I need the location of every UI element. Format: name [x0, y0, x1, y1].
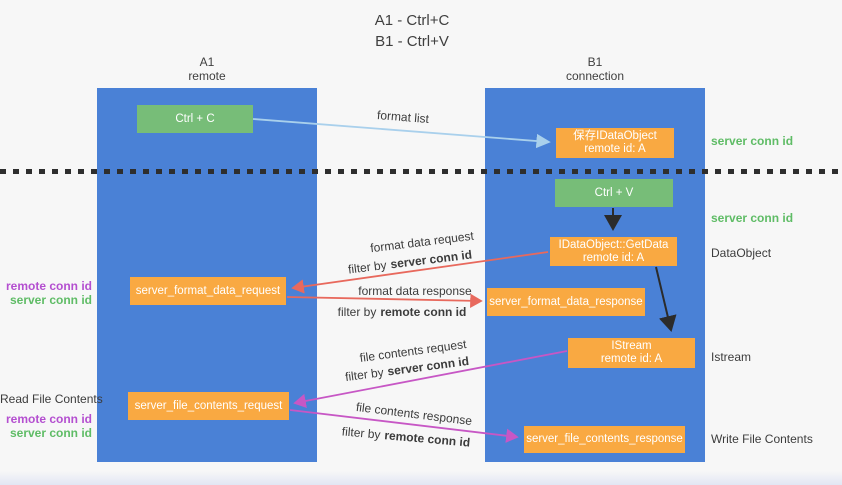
node-save-idataobject-line2: remote id: A: [584, 143, 646, 155]
label-remote-conn-id-left-bottom: remote conn id: [5, 412, 92, 426]
label-server-conn-id-left-bottom: server conn id: [9, 426, 92, 440]
node-istream-line1: IStream: [611, 340, 652, 352]
label-istream: Istream: [711, 350, 752, 364]
node-server-file-contents-response-label: server_file_contents_response: [526, 433, 683, 445]
node-ctrl-v: Ctrl + V: [555, 179, 673, 207]
column-b1-name: B1: [587, 55, 603, 69]
node-istream-line2: remote id: A: [600, 353, 663, 365]
filter-value: remote conn id: [380, 305, 467, 319]
node-server-file-contents-request-label: server_file_contents_request: [134, 399, 283, 412]
session-divider-dashed-line: [0, 169, 842, 174]
node-ctrl-c: Ctrl + C: [137, 105, 253, 133]
column-a1-role: remote: [188, 69, 226, 83]
node-ctrl-v-label: Ctrl + V: [594, 186, 634, 199]
filter-prefix: filter by: [347, 257, 388, 277]
label-server-conn-id-right-mid: server conn id: [711, 211, 794, 225]
title-line-1: A1 - Ctrl+C: [374, 12, 450, 29]
node-istream: IStream remote id: A: [568, 338, 695, 368]
label-read-file-contents: Read File Contents: [0, 392, 103, 406]
column-header-a1: A1 remote: [97, 55, 317, 83]
node-idataobject-getdata-line1: IDataObject::GetData: [558, 238, 669, 251]
column-a1-name: A1: [199, 55, 215, 69]
label-server-conn-id-left-top: server conn id: [9, 293, 92, 307]
flow-label-format-list: format list: [376, 107, 430, 127]
label-remote-conn-id-left-top: remote conn id: [5, 279, 92, 293]
label-dataobject: DataObject: [711, 246, 772, 260]
title-line-2: B1 - Ctrl+V: [375, 33, 449, 50]
label-write-file-contents: Write File Contents: [711, 432, 813, 446]
node-server-file-contents-response: server_file_contents_response: [524, 426, 685, 453]
node-server-format-data-response: server_format_data_response: [487, 288, 645, 316]
node-save-idataobject-line1: 保存IDataObject: [573, 130, 657, 142]
label-server-conn-id-right-top: server conn id: [711, 134, 794, 148]
filter-prefix: filter by: [337, 305, 377, 319]
flow-label-file-contents-response: file contents response: [355, 399, 473, 429]
node-ctrl-c-label: Ctrl + C: [175, 112, 215, 125]
column-header-b1: B1 connection: [485, 55, 705, 83]
diagram-title: A1 - Ctrl+C B1 - Ctrl+V: [0, 10, 824, 52]
filter-prefix: filter by: [341, 424, 382, 442]
filter-value: remote conn id: [383, 428, 471, 450]
node-server-format-data-request: server_format_data_request: [130, 277, 286, 305]
filter-prefix: filter by: [344, 365, 385, 385]
node-server-format-data-response-label: server_format_data_response: [489, 295, 643, 308]
flow-label-format-data-response: format data response: [358, 284, 472, 298]
bottom-fade-strip: [0, 471, 842, 485]
node-save-idataobject: 保存IDataObject remote id: A: [556, 128, 674, 158]
node-idataobject-getdata: IDataObject::GetData remote id: A: [550, 237, 677, 266]
node-server-file-contents-request: server_file_contents_request: [128, 392, 289, 420]
column-b1-role: connection: [565, 69, 625, 83]
node-server-format-data-request-label: server_format_data_request: [135, 284, 281, 297]
node-idataobject-getdata-line2: remote id: A: [582, 251, 645, 264]
